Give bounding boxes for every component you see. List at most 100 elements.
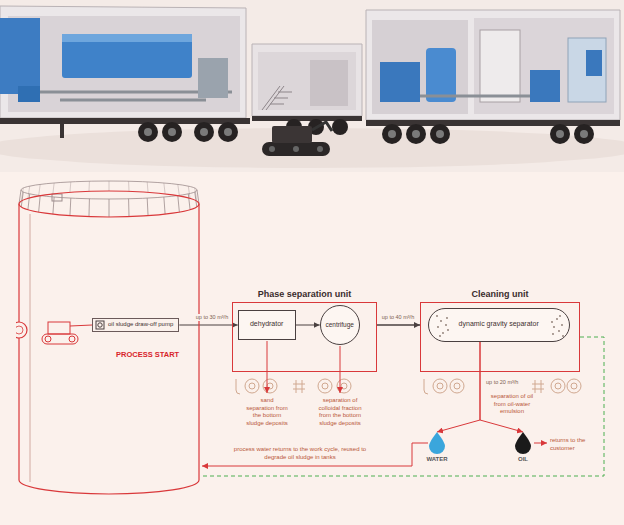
- tank-robot-part: [48, 322, 70, 334]
- trailer-wheels-part: [433, 379, 447, 393]
- trailer-render-part-part: [162, 122, 182, 142]
- trailer-render-part: [62, 34, 192, 78]
- trailer-render-part-part: [436, 130, 444, 138]
- tank-robot-part: [69, 336, 75, 342]
- leader-arrow-part: [267, 341, 268, 393]
- trailer-render-part: [0, 118, 250, 124]
- trailer-render-part-part: [317, 146, 323, 152]
- trailer-render-part: [198, 58, 228, 98]
- flow-connector: [296, 325, 320, 326]
- pump-icon: [95, 320, 105, 330]
- leader-arrow-part: [534, 443, 547, 444]
- process-start-label: PROCESS START: [116, 350, 179, 359]
- trailer-wheels-part: [454, 383, 460, 389]
- trailer-render-part: [138, 122, 238, 142]
- annotation-note: sand separation from the bottom sludge d…: [246, 397, 288, 427]
- trailer-render-part: [62, 34, 192, 42]
- process-box: dehydrator: [238, 310, 296, 340]
- trailer-render-part: [380, 62, 420, 102]
- trailer-render-part: [60, 122, 64, 138]
- trailer-render-part-part: [332, 119, 348, 135]
- trailer-render-part: [269, 146, 323, 152]
- drop-label: OIL: [518, 456, 528, 463]
- trailer-render-part-part: [382, 124, 402, 144]
- trailer-render-part: [480, 30, 520, 102]
- trailer-wheels-part: [567, 379, 581, 393]
- trailer-render-part-part: [200, 128, 208, 136]
- trailer-render-part-part: [580, 130, 588, 138]
- unit-heading: Phase separation unit: [233, 289, 376, 300]
- trailer-wheels-part: [551, 379, 565, 393]
- pump-box: oil sludge draw-off pump: [92, 318, 179, 332]
- flow-connector: [179, 325, 237, 326]
- trailer-render-part-part: [218, 122, 238, 142]
- box-label: centrifuge: [325, 321, 354, 329]
- trailer-render-part-part: [293, 146, 299, 152]
- trailer-render-part-part: [550, 124, 570, 144]
- trailer-render-part-part: [269, 146, 275, 152]
- trailer-render-part: [8, 16, 240, 112]
- trailer-render-part: [312, 122, 332, 131]
- trailer-wheels-part: [267, 383, 273, 389]
- trailer-wheels-part: [236, 379, 240, 394]
- annotation-note: separation of oil from oil-water emulsio…: [486, 393, 538, 416]
- box-label: dehydrator: [250, 320, 283, 328]
- trailer-render-part: [0, 18, 40, 94]
- centrifuge-circle: centrifuge: [320, 305, 360, 345]
- pump-label: oil sludge draw-off pump: [108, 321, 173, 328]
- drop-label: WATER: [426, 456, 447, 463]
- trailer-render-part: [388, 130, 588, 138]
- trailer-wheels-part: [337, 379, 351, 393]
- unit-frame: Cleaning unitdynamic gravity separator: [420, 302, 580, 372]
- trailer-render-part: [144, 128, 232, 136]
- trailer-wheels: [236, 379, 581, 394]
- drop-shape: [514, 432, 532, 454]
- trailer-render-part: [18, 86, 40, 102]
- trailer-render-part: [372, 20, 468, 114]
- trailer-render-part-part: [412, 130, 420, 138]
- trailer-render-part: [420, 95, 530, 98]
- trailer-render-part-part: [430, 124, 450, 144]
- flow-connector: [480, 342, 523, 432]
- trailer-wheels-part: [532, 380, 544, 393]
- trailer-wheels-part: [245, 379, 259, 393]
- trailer-render-part: [262, 142, 330, 156]
- flow-connector: [377, 324, 420, 326]
- trailer-render-part: [366, 10, 620, 120]
- flow-connector: [202, 443, 428, 466]
- box-label: dynamic gravity separator: [457, 320, 541, 328]
- trailer-wheels-part: [341, 383, 347, 389]
- trailer-render-part: [0, 6, 246, 118]
- trailer-wheels-part: [249, 383, 255, 389]
- trailer-wheels-part: [555, 383, 561, 389]
- trailer-render-part-part: [138, 122, 158, 142]
- water-drop: WATER: [428, 432, 446, 454]
- trailer-render-part-part: [388, 130, 396, 138]
- trailer-render-part: [530, 70, 560, 102]
- trailer-render-part: [252, 116, 362, 121]
- leader-arrow-part: [340, 346, 341, 393]
- unit-frame: Phase separation unitdehydratorcentrifug…: [232, 302, 377, 372]
- trailer-wheels-part: [450, 379, 464, 393]
- flow-connector: [437, 342, 480, 432]
- tank-outline: [16, 180, 202, 500]
- annotation-note: returns to the customer: [550, 437, 594, 452]
- tank-robot-part: [42, 334, 78, 344]
- trailer-render-part-part: [556, 130, 564, 138]
- tank-robot: [42, 322, 92, 344]
- oil-drop: OIL: [514, 432, 532, 454]
- trailer-wheels-part: [263, 379, 277, 393]
- trailer-render-part: [272, 126, 312, 143]
- trailer-render-part: [568, 38, 606, 102]
- annotation-note: separation of colloidal fraction from th…: [314, 397, 366, 427]
- trailer-render-part-part: [194, 122, 214, 142]
- flow-rate-label: up to 30 m³/h: [195, 314, 229, 321]
- trailer-render-part: [258, 52, 356, 110]
- trailer-render-part-part: [168, 128, 176, 136]
- trailer-render: [0, 0, 624, 172]
- trailer-wheels-part: [293, 380, 305, 393]
- trailer-wheels-part: [318, 379, 332, 393]
- flow-connector: [202, 337, 604, 476]
- trailer-wheels-part: [437, 383, 443, 389]
